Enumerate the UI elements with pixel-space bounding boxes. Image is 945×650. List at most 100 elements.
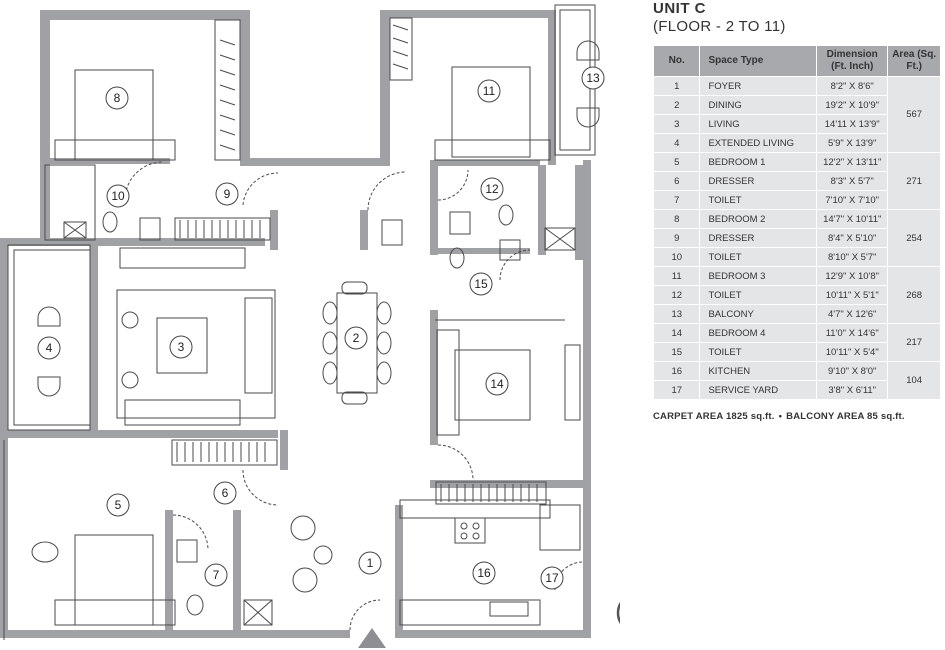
unit-title-block: UNIT C (FLOOR - 2 TO 11) [653,0,786,36]
cell-dim: 19'2" X 10'9" [816,95,889,115]
cell-no: 13 [652,304,701,324]
svg-text:1: 1 [367,556,374,570]
svg-text:15: 15 [474,277,488,291]
cell-no: 8 [652,209,701,229]
cell-space: BEDROOM 2 [699,209,818,229]
cell-space: BEDROOM 4 [699,323,818,343]
svg-text:11: 11 [483,84,496,98]
floor-plan: 1 2 3 4 5 6 7 8 9 10 11 12 13 14 15 16 1… [0,4,620,648]
header-dimension: Dimension (Ft. Inch) [816,45,889,77]
cell-dim: 3'8" X 6'11" [816,380,889,400]
cell-no: 2 [652,95,701,115]
cell-no: 15 [652,342,701,362]
kitchen-counter [454,517,529,617]
area-summary: CARPET AREA 1825 sq.ft.•BALCONY AREA 85 … [653,411,905,422]
cell-space: FOYER [699,76,818,96]
cell-no: 16 [652,361,701,381]
svg-text:14: 14 [490,377,504,391]
floor-range: (FLOOR - 2 TO 11) [653,18,786,35]
cell-area: 567 [887,76,941,153]
area-table: No. Space Type Dimension (Ft. Inch) Area… [652,45,941,400]
cell-no: 17 [652,380,701,400]
svg-text:6: 6 [222,486,229,500]
cell-space: SERVICE YARD [699,380,818,400]
unit-title: UNIT C [653,0,706,17]
cell-no: 4 [652,133,701,153]
svg-text:10: 10 [111,189,125,203]
balcony-area: BALCONY AREA 85 sq.ft. [786,411,905,422]
cell-space: LIVING [699,114,818,134]
cell-no: 10 [652,247,701,267]
cell-space: DRESSER [699,228,818,248]
cell-dim: 4'7" X 12'6" [816,304,889,324]
chairs [31,40,600,593]
compass-icon [616,602,620,624]
cell-dim: 8'2" X 8'6" [816,76,889,96]
header-area: Area (Sq. Ft.) [887,45,941,77]
svg-text:17: 17 [545,571,559,585]
svg-text:12: 12 [485,182,499,196]
walls [0,10,591,638]
bed [54,66,551,626]
svg-text:7: 7 [213,568,220,582]
entry-arrow [358,628,386,648]
cell-no: 12 [652,285,701,305]
cell-area: 271 [887,152,941,210]
cell-no: 1 [652,76,701,96]
carpet-area: CARPET AREA 1825 sq.ft. [653,411,775,422]
header-no: No. [652,45,701,77]
cell-dim: 8'10" X 5'7" [816,247,889,267]
cell-dim: 10'11" X 5'4" [816,342,889,362]
cell-no: 14 [652,323,701,343]
cell-dim: 12'2" X 13'11" [816,152,889,172]
cell-area: 217 [887,323,941,362]
cell-space: KITCHEN [699,361,818,381]
dining-table [322,281,392,405]
cell-space: BALCONY [699,304,818,324]
cell-dim: 9'10" X 8'0" [816,361,889,381]
svg-text:13: 13 [586,71,600,85]
cell-no: 5 [652,152,701,172]
svg-text:2: 2 [353,331,360,345]
table-header-row: No. Space Type Dimension (Ft. Inch) Area… [652,45,941,77]
cell-space: DINING [699,95,818,115]
cell-no: 9 [652,228,701,248]
living-furniture [116,289,276,426]
cell-dim: 10'11" X 5'1" [816,285,889,305]
cell-space: TOILET [699,342,818,362]
cell-space: BEDROOM 3 [699,266,818,286]
cell-space: DRESSER [699,171,818,191]
cell-space: TOILET [699,285,818,305]
door-swings [124,161,584,631]
svg-text:8: 8 [114,91,121,105]
cell-area: 268 [887,266,941,324]
svg-text:4: 4 [46,341,53,355]
cell-space: EXTENDED LIVING [699,133,818,153]
cell-no: 7 [652,190,701,210]
cell-no: 3 [652,114,701,134]
cell-space: BEDROOM 1 [699,152,818,172]
toilet-fixtures [63,204,576,626]
cell-space: TOILET [699,247,818,267]
svg-text:3: 3 [178,340,185,354]
cell-dim: 7'10" X 7'10" [816,190,889,210]
svg-text:16: 16 [477,566,491,580]
cell-dim: 12'9" X 10'8" [816,266,889,286]
room-labels: 1 2 3 4 5 6 7 8 9 10 11 12 13 14 15 16 1… [37,66,605,590]
cell-dim: 14'11 X 13'9" [816,114,889,134]
cell-dim: 5'9" X 13'9" [816,133,889,153]
cell-dim: 11'0" X 14'6" [816,323,889,343]
cell-area: 254 [887,209,941,267]
cell-space: TOILET [699,190,818,210]
